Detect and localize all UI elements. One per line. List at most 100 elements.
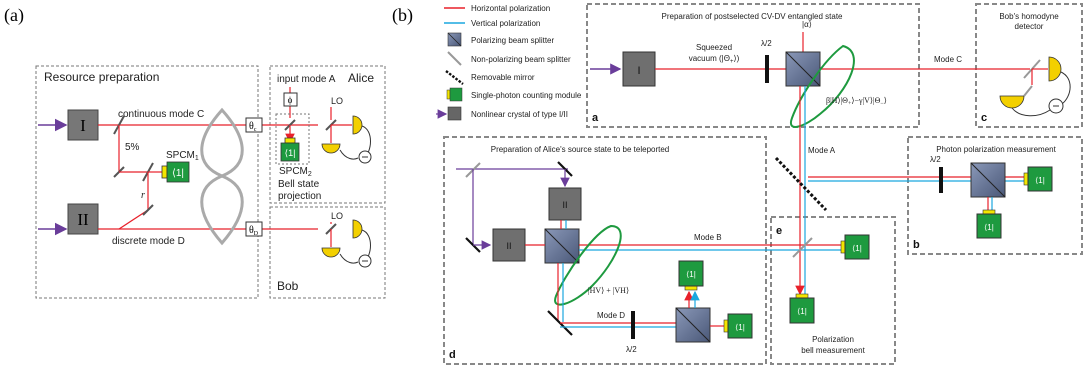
spcm2-detector (280, 142, 300, 162)
legend-spcm: Single-photon counting module (471, 91, 582, 100)
mode-a-label: Mode A (808, 146, 836, 155)
theta-c-box (245, 117, 263, 133)
spcm-d-top-glyph: ⟨1| (686, 270, 696, 279)
spcm-b2-head (982, 209, 996, 215)
legend-npbs-icon (447, 51, 462, 66)
input-mode-label: input mode A (277, 74, 336, 85)
mode-c-b-label: Mode C (934, 55, 962, 64)
box-d-label: d (449, 349, 456, 361)
crystal-1-label: I (80, 116, 86, 135)
alpha-label: |α⟩ (802, 20, 812, 29)
legend-spcm-head (446, 89, 451, 100)
spcm-e-bottom (789, 297, 815, 324)
box-e (770, 216, 896, 365)
removable-mirror (774, 156, 828, 212)
halfwave-d-label: λ/2 (626, 345, 637, 354)
legend-mirror: Removable mirror (471, 73, 535, 82)
halfwave-a-label: λ/2 (761, 39, 772, 48)
spcm-d-right-head (723, 319, 729, 333)
crystal-d-top (548, 187, 582, 221)
halfwave-b (939, 167, 943, 193)
spcm-e-bottom-glyph: ⟨1| (797, 307, 807, 316)
legend-vertical: Vertical polarization (471, 19, 540, 28)
r-label: r (141, 190, 145, 201)
bob-box (269, 206, 386, 299)
spcm-b1-glyph: ⟨1| (1035, 176, 1045, 185)
spcm-d-right-glyph: ⟨1| (735, 323, 745, 332)
box-b-title: Photon polarization measurement (936, 145, 1056, 154)
bob-title: Bob (277, 279, 299, 293)
mode-b-label: Mode B (694, 233, 722, 242)
spcm-e-bottom-head (795, 293, 809, 299)
legend-npbs: Non-polarizing beam splitter (471, 55, 571, 64)
legend-crystal-icon (447, 106, 462, 121)
bob-detector-right (352, 219, 363, 239)
mode-d-label: discrete mode D (112, 236, 185, 247)
entanglement-loop (200, 107, 244, 246)
spcm-b2 (976, 213, 1002, 239)
box-c-title2: detector (1015, 22, 1044, 31)
spcm1-detector (166, 161, 190, 183)
bell-splitter-e (792, 237, 813, 258)
spcm1-glyph: ⟨1| (172, 168, 184, 179)
alice-detector-right (352, 115, 363, 135)
alice-title: Alice (348, 71, 374, 85)
alice-detector-bottom (321, 143, 341, 154)
phi-box (283, 92, 298, 107)
spcm-b1 (1027, 166, 1053, 192)
spcm-e-right-glyph: ⟨1| (852, 244, 862, 253)
box-a-title: Preparation of postselected CV-DV entang… (662, 12, 844, 21)
box-c-label: c (981, 112, 987, 124)
spcm-b2-glyph: ⟨1| (984, 223, 994, 232)
box-d-title: Preparation of Alice's source state to b… (491, 145, 670, 154)
legend-crystal: Nonlinear crystal of type I/II (471, 110, 568, 119)
theta-d-box (245, 221, 263, 237)
detector-c-right (1048, 56, 1062, 82)
box-a (586, 3, 920, 128)
entangle-ellipse-d (554, 224, 622, 306)
mode-d-b-label: Mode D (597, 311, 625, 320)
bell-line2: projection (278, 191, 321, 202)
ratio-label: 5% (125, 142, 140, 153)
squeezed-2: vacuum (|Θ+⟩) (689, 54, 740, 65)
box-c (975, 3, 1083, 128)
legend-pbs: Polarizing beam splitter (471, 36, 554, 45)
spcm-d-top-head (684, 285, 698, 291)
mode-c-label: continuous mode C (118, 109, 204, 120)
state-a: β|H⟩|Θ+⟩−γ|V⟩|Θ−⟩ (826, 96, 887, 107)
bob-lo-label: LO (331, 211, 343, 221)
spcm-d-top (678, 260, 704, 287)
state-d: |HV⟩ + |VH⟩ (588, 286, 629, 295)
box-e-label: e (776, 225, 782, 237)
crystal-type-2 (67, 203, 99, 235)
spcm2-glyph: ⟨1| (285, 148, 296, 158)
phi-label: ϕ (288, 95, 293, 105)
alice-box (269, 65, 386, 204)
legend-horizontal: Horizontal polarization (471, 4, 550, 13)
entangle-ellipse-a (789, 44, 855, 128)
theta-c-label: θc (249, 121, 257, 133)
crystal-d-top-label: II (562, 200, 567, 210)
box-c-title1: Bob's homodyne (999, 12, 1059, 21)
legend-spcm-icon (449, 87, 463, 102)
box-a-label: a (592, 112, 599, 124)
spcm-e-right-head (840, 240, 846, 254)
box-e-title1: Polarization (812, 335, 854, 344)
box-b-label: b (913, 239, 920, 251)
halfwave-a (765, 55, 769, 83)
alice-lo-label: LO (331, 96, 343, 106)
halfwave-d (631, 311, 635, 339)
spcm2-head (284, 137, 296, 144)
detector-c-bottom (999, 95, 1025, 109)
resource-box (35, 65, 259, 299)
wire-c (1011, 71, 1071, 117)
crystal-2-label: II (77, 210, 89, 229)
halfwave-b-label: λ/2 (930, 155, 941, 164)
bell-projection-box (275, 113, 310, 165)
theta-d-label: θD (249, 225, 259, 237)
crystal-a-label: I (637, 65, 640, 77)
box-e-title2: bell measurement (801, 346, 865, 355)
spcm-e-right (844, 234, 870, 260)
crystal-type-1 (67, 109, 99, 141)
spcm2-label: SPCM2 (279, 166, 312, 178)
